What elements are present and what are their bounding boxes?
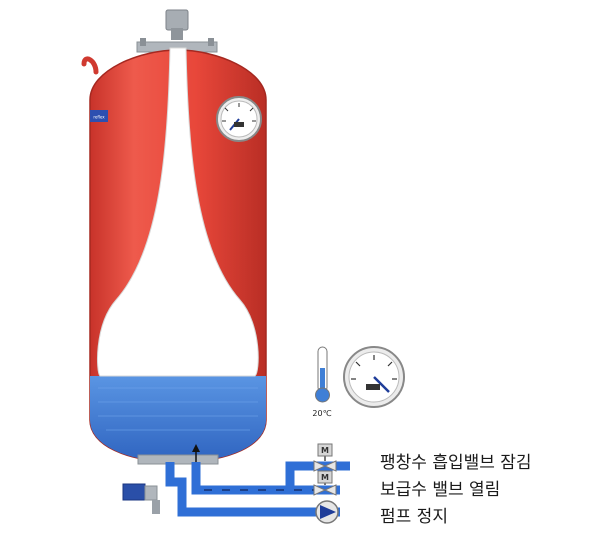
pump-icon — [315, 500, 339, 524]
status-label-makeup-valve: 보급수 밸브 열림 — [380, 480, 501, 500]
flange-bolt — [140, 38, 146, 46]
flange-bolt — [208, 38, 214, 46]
expansion-intake-valve-icon — [313, 443, 337, 472]
drain-fitting — [152, 500, 160, 514]
valve-mark-2: M — [321, 473, 329, 482]
air-valve-neck — [171, 28, 183, 40]
coupling — [144, 485, 158, 501]
hanger-hook — [81, 56, 99, 75]
bottom-flange — [137, 454, 219, 465]
brand-badge — [90, 110, 108, 122]
flow-arrowhead-icon — [192, 444, 200, 452]
status-label-intake-valve: 팽창수 흡입밸브 잠김 — [380, 453, 532, 473]
status-label-pump: 펌프 정지 — [380, 507, 448, 527]
thermometer-icon — [315, 346, 330, 403]
makeup-water-valve-icon — [313, 470, 337, 496]
system-pressure-gauge-icon — [343, 346, 405, 408]
water-chamber — [90, 376, 266, 462]
brand-text: reflex — [93, 115, 105, 120]
air-valve — [165, 9, 189, 31]
water-ripples — [98, 387, 258, 431]
thermometer-reading: 20℃ — [312, 409, 331, 418]
bladder-membrane — [97, 47, 259, 377]
control-unit — [122, 483, 146, 501]
valve-mark-1: M — [321, 446, 329, 455]
pressure-gauge-icon — [216, 96, 262, 142]
